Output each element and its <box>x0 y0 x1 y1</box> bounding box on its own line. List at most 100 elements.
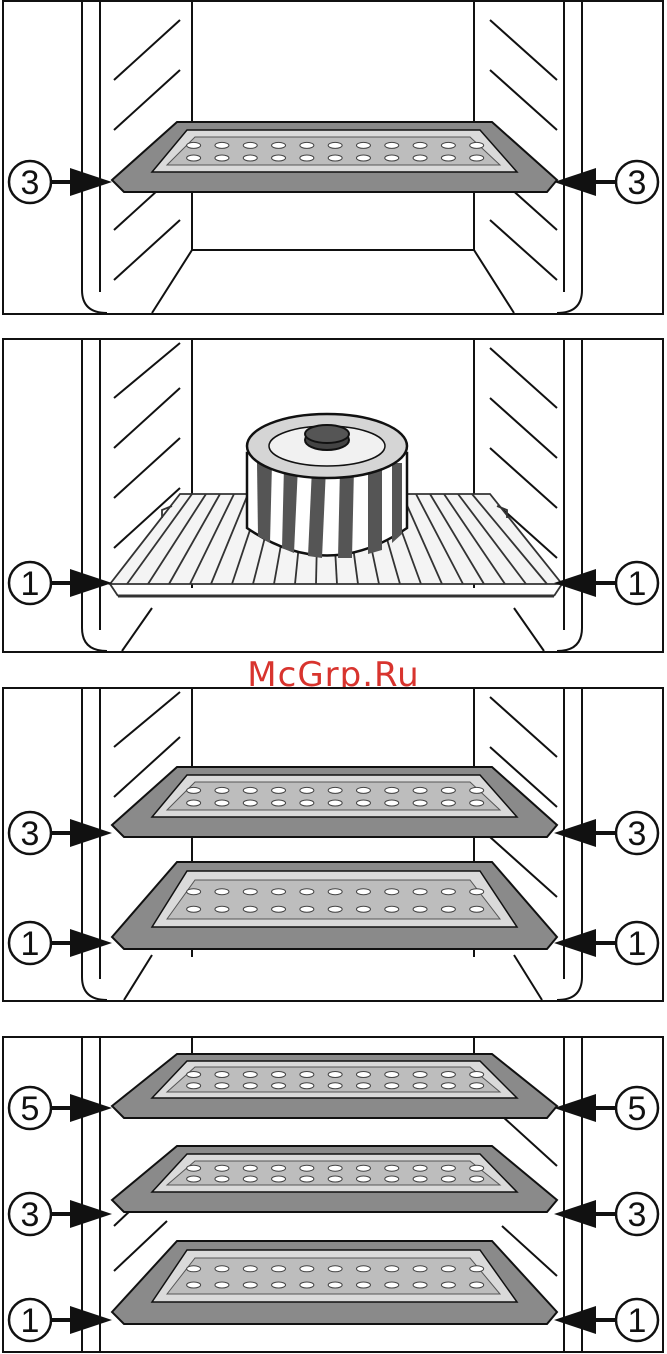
tray-perforation <box>215 1282 229 1288</box>
tray-perforation <box>243 1072 257 1078</box>
tray-perforation <box>413 1266 427 1272</box>
oven-diagram-levels-3-1: 3 3 1 1 <box>2 687 664 1003</box>
level-label-left: 3 <box>21 164 40 202</box>
tray-perforation <box>413 1072 427 1078</box>
tray-perforation <box>356 787 370 793</box>
tray-perforation <box>328 800 342 806</box>
tray-perforation <box>215 889 229 895</box>
tray-perforation <box>215 1176 229 1182</box>
baking-tray-bottom <box>112 1241 557 1324</box>
tray-perforation <box>272 889 286 895</box>
tray-perforation <box>441 142 455 148</box>
baking-tray-upper <box>112 767 557 837</box>
tray-perforation <box>272 1083 286 1089</box>
level-label-left-bottom: 1 <box>21 1302 40 1340</box>
level-label-right: 1 <box>628 565 647 603</box>
tray-perforation <box>385 787 399 793</box>
tray-perforation <box>470 906 484 912</box>
tray-perforation <box>272 1266 286 1272</box>
tray-perforation <box>215 906 229 912</box>
tray-perforation <box>413 800 427 806</box>
tray-perforation <box>243 1176 257 1182</box>
tray-perforation <box>243 155 257 161</box>
oven-diagram-level-1-wire-rack: 1 1 <box>2 338 664 654</box>
tray-perforation <box>470 800 484 806</box>
tray-perforation <box>215 1266 229 1272</box>
tray-perforation <box>187 889 201 895</box>
tray-perforation <box>356 142 370 148</box>
tray-perforation <box>215 1083 229 1089</box>
tray-perforation <box>328 787 342 793</box>
baking-tray-lower <box>112 862 557 949</box>
level-label-right-middle: 3 <box>628 1196 647 1234</box>
tray-perforation <box>413 906 427 912</box>
tray-perforation <box>300 1165 314 1171</box>
tray-perforation <box>441 1072 455 1078</box>
tray-perforation <box>215 1072 229 1078</box>
oven-diagram-levels-5-3-1: 5 5 3 3 1 1 <box>2 1036 664 1354</box>
tray-perforation <box>385 155 399 161</box>
tray-perforation <box>470 1072 484 1078</box>
tray-perforation <box>328 1072 342 1078</box>
tray-perforation <box>272 906 286 912</box>
tray-perforation <box>243 1165 257 1171</box>
tray-perforation <box>413 1282 427 1288</box>
tray-perforation <box>187 787 201 793</box>
tray-perforation <box>215 787 229 793</box>
tray-perforation <box>215 142 229 148</box>
tray-perforation <box>441 1266 455 1272</box>
tray-perforation <box>272 1165 286 1171</box>
baking-tray <box>112 122 557 192</box>
tray-perforation <box>385 906 399 912</box>
tray-perforation <box>328 1165 342 1171</box>
level-label-left-middle: 3 <box>21 1196 40 1234</box>
tray-perforation <box>328 142 342 148</box>
oven-cavity-4: 5 5 3 3 1 1 <box>2 1036 664 1354</box>
tray-perforation <box>300 1083 314 1089</box>
tray-perforation <box>385 1266 399 1272</box>
tray-perforation <box>385 1165 399 1171</box>
tray-perforation <box>441 1282 455 1288</box>
tray-perforation <box>470 787 484 793</box>
tray-perforation <box>187 1165 201 1171</box>
tray-perforation <box>441 1083 455 1089</box>
tray-perforation <box>470 1165 484 1171</box>
tray-perforation <box>300 889 314 895</box>
tray-perforation <box>328 1083 342 1089</box>
tray-perforation <box>187 800 201 806</box>
tray-perforation <box>243 906 257 912</box>
tray-perforation <box>385 1072 399 1078</box>
tray-perforation <box>243 889 257 895</box>
baking-tray-middle <box>112 1146 557 1212</box>
tray-perforation <box>385 1176 399 1182</box>
tray-perforation <box>300 1176 314 1182</box>
baking-tray-top <box>112 1054 557 1118</box>
tray-perforation <box>300 1266 314 1272</box>
level-label-left-upper: 3 <box>21 815 40 853</box>
tray-perforation <box>413 1176 427 1182</box>
tray-perforation <box>300 155 314 161</box>
tray-perforation <box>441 906 455 912</box>
tray-perforation <box>187 1266 201 1272</box>
tray-perforation <box>328 155 342 161</box>
tray-perforation <box>272 142 286 148</box>
tray-perforation <box>187 1282 201 1288</box>
level-label-right-lower: 1 <box>628 925 647 963</box>
tray-perforation <box>243 787 257 793</box>
oven-cavity-3: 3 3 1 1 <box>2 687 664 1003</box>
tray-perforation <box>272 800 286 806</box>
tray-perforation <box>328 889 342 895</box>
level-label-right-upper: 3 <box>628 815 647 853</box>
tray-perforation <box>441 800 455 806</box>
tray-perforation <box>300 787 314 793</box>
tray-perforation <box>356 800 370 806</box>
tray-perforation <box>243 800 257 806</box>
tray-perforation <box>356 1176 370 1182</box>
oven-cavity-1: 3 3 <box>2 0 664 316</box>
tray-perforation <box>272 1282 286 1288</box>
tray-perforation <box>356 1282 370 1288</box>
tray-perforation <box>356 1266 370 1272</box>
tray-perforation <box>300 1282 314 1288</box>
tray-perforation <box>470 1083 484 1089</box>
tray-perforation <box>215 800 229 806</box>
